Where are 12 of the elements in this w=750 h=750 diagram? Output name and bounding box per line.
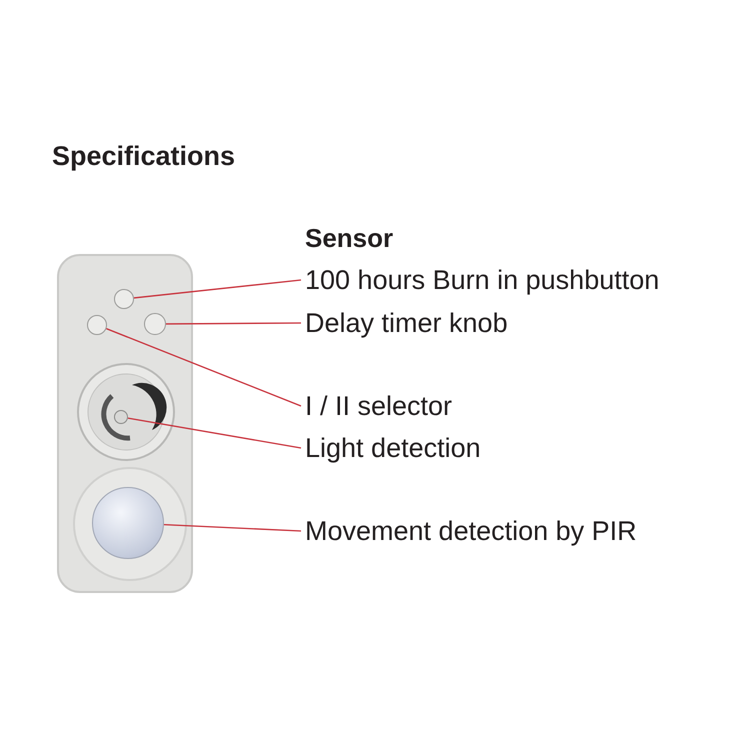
callout-label: 100 hours Burn in pushbutton bbox=[305, 262, 660, 298]
leader-line bbox=[128, 418, 302, 449]
leader-line bbox=[164, 524, 302, 532]
leader-line bbox=[166, 322, 301, 325]
callout-label: Light detection bbox=[305, 430, 481, 466]
section-heading: Sensor bbox=[305, 222, 394, 255]
leader-line bbox=[106, 328, 302, 407]
callout-label: Movement detection by PIR bbox=[305, 513, 637, 549]
leader-line bbox=[134, 279, 302, 299]
callout-label: Delay timer knob bbox=[305, 305, 508, 341]
callout-label: I / II selector bbox=[305, 388, 452, 424]
heading: Specifications bbox=[52, 140, 236, 173]
